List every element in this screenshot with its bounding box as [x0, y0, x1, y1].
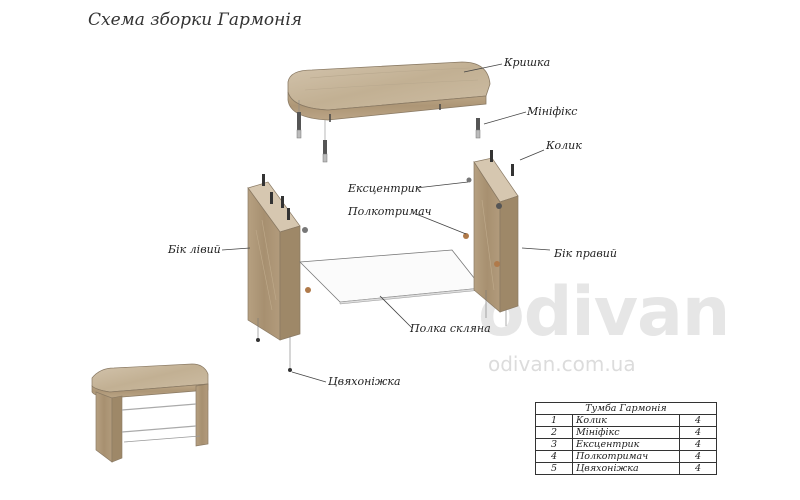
part-number: 3: [535, 438, 573, 451]
part-qty: 4: [679, 438, 717, 451]
part-qty: 4: [679, 462, 717, 475]
assembled-preview: [91, 363, 209, 463]
table-row: 1 Колик 4: [535, 414, 717, 427]
diagram-title: Схема зборки Гармонія: [88, 10, 303, 30]
right-side-panel: [463, 150, 519, 326]
label-eccentric: Ексцентрик: [348, 182, 422, 195]
label-top-panel: Кришка: [504, 56, 551, 69]
parts-table: Тумба Гармонія 1 Колик 4 2 Мініфікс 4 3 …: [535, 402, 717, 475]
label-dowel: Колик: [546, 139, 582, 152]
label-left-side: Бік лівий: [168, 243, 221, 256]
part-number: 1: [535, 414, 573, 427]
label-foot-nail: Цвяхоніжка: [328, 375, 401, 388]
part-qty: 4: [679, 426, 717, 439]
label-shelf-holder: Полкотримач: [348, 205, 432, 218]
table-row: 5 Цвяхоніжка 4: [535, 462, 717, 475]
label-right-side: Бік правий: [554, 247, 617, 260]
part-number: 4: [535, 450, 573, 463]
part-qty: 4: [679, 450, 717, 463]
label-glass-shelf: Полка скляна: [410, 322, 491, 335]
label-minifix: Мініфікс: [527, 105, 578, 118]
leader-lines: [221, 63, 551, 383]
part-name: Полкотримач: [572, 450, 680, 463]
watermark-site: odivan.com.ua: [488, 352, 636, 376]
glass-shelf: [299, 249, 483, 305]
part-number: 5: [535, 462, 573, 475]
part-name: Мініфікс: [572, 426, 680, 439]
part-number: 2: [535, 426, 573, 439]
table-row: 3 Ексцентрик 4: [535, 438, 717, 451]
parts-table-heading: Тумба Гармонія: [535, 402, 717, 415]
watermark-brand: odivan: [478, 273, 730, 352]
table-row: 2 Мініфікс 4: [535, 426, 717, 439]
part-name: Ексцентрик: [572, 438, 680, 451]
part-name: Цвяхоніжка: [572, 462, 680, 475]
table-row: 4 Полкотримач 4: [535, 450, 717, 463]
part-name: Колик: [572, 414, 680, 427]
part-qty: 4: [679, 414, 717, 427]
left-side-panel: [247, 174, 311, 372]
minifix-pins: [296, 100, 481, 163]
top-panel: [287, 61, 491, 122]
